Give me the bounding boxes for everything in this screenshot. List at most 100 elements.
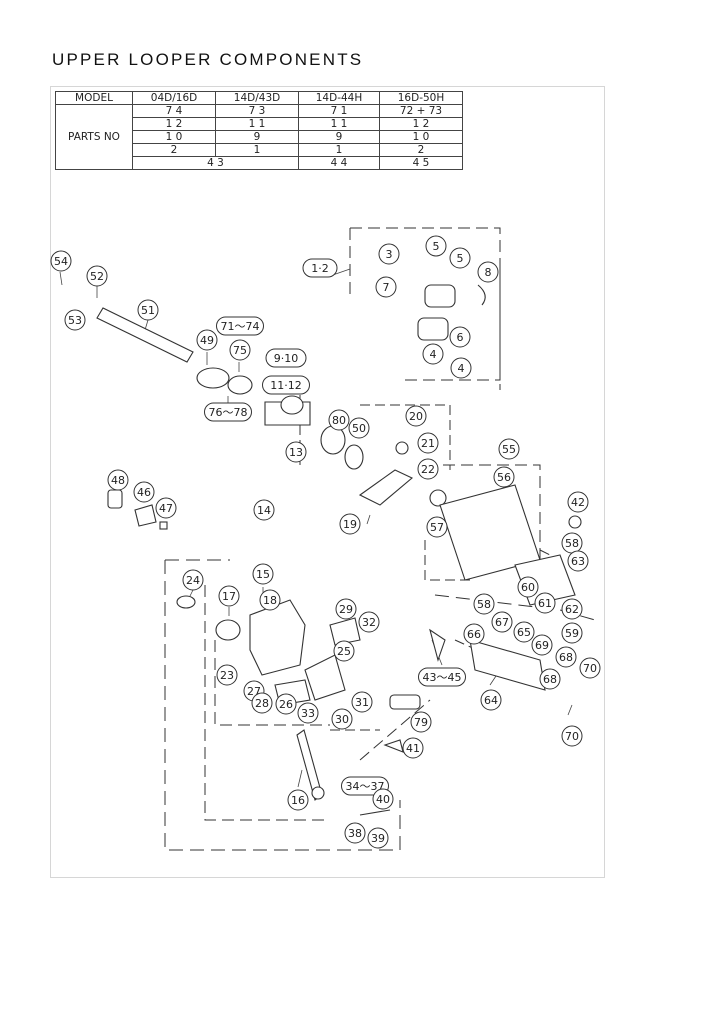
callout-label: 26 <box>279 698 293 711</box>
callout-label: 39 <box>371 832 385 845</box>
callout-bubble <box>555 646 577 668</box>
callout-label: 42 <box>571 496 585 509</box>
callout-51: 51 <box>137 299 159 321</box>
callout-bubble <box>491 611 513 633</box>
callout-bubble <box>50 250 72 272</box>
callout-bubble <box>561 725 583 747</box>
callout-14: 14 <box>253 499 275 521</box>
callout-bubble <box>107 469 129 491</box>
callout-bubble <box>358 611 380 633</box>
callout-bubble <box>259 589 281 611</box>
callout-label: 7 <box>383 281 390 294</box>
callout-20: 20 <box>405 405 427 427</box>
callout-bubble <box>262 375 310 395</box>
callout-bubble <box>328 409 350 431</box>
callout-7: 7 <box>375 276 397 298</box>
callout-label: 75 <box>233 344 247 357</box>
callout-bubble <box>561 622 583 644</box>
callout-30: 30 <box>331 708 353 730</box>
callout-bubble <box>204 402 252 422</box>
callout-5b: 5 <box>449 247 471 269</box>
table-cell: 4 4 <box>298 156 380 170</box>
callout-bubble <box>251 692 273 714</box>
callout-47: 47 <box>155 497 177 519</box>
callout-60: 60 <box>517 576 539 598</box>
callout-label: 63 <box>571 555 585 568</box>
callout-25: 25 <box>333 640 355 662</box>
callout-34_37: 34〜37 <box>341 776 389 796</box>
callout-bubble <box>253 499 275 521</box>
callout-label: 58 <box>477 598 491 611</box>
callout-bubble <box>463 623 485 645</box>
collar-17 <box>215 619 241 641</box>
callout-label: 1·2 <box>311 262 329 275</box>
callout-bubble <box>302 258 338 278</box>
callout-9_10: 9·10 <box>265 348 307 368</box>
callout-label: 22 <box>421 463 435 476</box>
callout-bubble <box>196 329 218 351</box>
callout-bubble <box>216 664 238 686</box>
callout-62: 62 <box>561 598 583 620</box>
component-shapes <box>96 284 582 816</box>
callout-59: 59 <box>561 622 583 644</box>
callout-label: 30 <box>335 713 349 726</box>
callout-5a: 5 <box>425 235 447 257</box>
link-25 <box>304 654 346 701</box>
callout-bubble <box>449 326 471 348</box>
callout-bubble <box>449 247 471 269</box>
callout-bubble <box>372 788 394 810</box>
callout-52: 52 <box>86 265 108 287</box>
holder-6 <box>417 317 449 341</box>
callout-label: 19 <box>343 518 357 531</box>
clamp-24 <box>176 595 196 609</box>
callout-label: 46 <box>137 486 151 499</box>
callout-18: 18 <box>259 589 281 611</box>
cap-42 <box>568 515 582 529</box>
callout-69: 69 <box>531 634 553 656</box>
table-row: 1 2 1 1 1 1 1 2 <box>56 117 463 131</box>
callout-46: 46 <box>133 481 155 503</box>
callout-label: 34〜37 <box>346 780 385 793</box>
callout-31: 31 <box>351 691 373 713</box>
callout-53: 53 <box>64 309 86 331</box>
callout-70a: 70 <box>579 657 601 679</box>
callout-68b: 68 <box>539 668 561 690</box>
callout-label: 20 <box>409 410 423 423</box>
callout-label: 6 <box>457 331 464 344</box>
callout-bubble <box>367 827 389 849</box>
callout-bubble <box>287 789 309 811</box>
callout-label: 5 <box>457 252 464 265</box>
callout-57: 57 <box>426 516 448 538</box>
callout-label: 49 <box>200 334 214 347</box>
lever-64 <box>469 639 546 691</box>
callout-76_78: 76〜78 <box>204 402 252 422</box>
callout-label: 70 <box>565 730 579 743</box>
callout-bubble <box>335 598 357 620</box>
callout-39: 39 <box>367 827 389 849</box>
callout-21: 21 <box>417 432 439 454</box>
callout-label: 4 <box>430 348 437 361</box>
callout-label: 5 <box>433 240 440 253</box>
callout-label: 14 <box>257 504 271 517</box>
callout-label: 8 <box>485 266 492 279</box>
parts-table: MODEL 04D/16D 14D/43D 14D-44H 16D-50H PA… <box>55 91 463 170</box>
callout-22: 22 <box>417 458 439 480</box>
callout-70b: 70 <box>561 725 583 747</box>
callout-label: 54 <box>54 255 68 268</box>
callout-79: 79 <box>410 711 432 733</box>
bushing-49 <box>196 367 230 389</box>
callout-bubble <box>339 513 361 535</box>
callout-bubble <box>513 621 535 643</box>
callout-26: 26 <box>275 693 297 715</box>
callout-54: 54 <box>50 250 72 272</box>
callout-16: 16 <box>287 789 309 811</box>
callout-bubble <box>402 737 424 759</box>
callout-bubble <box>182 569 204 591</box>
callout-label: 60 <box>521 581 535 594</box>
table-cell: 4 5 <box>379 156 463 170</box>
callout-bubble <box>285 441 307 463</box>
callout-bubble <box>426 516 448 538</box>
holder-3 <box>424 284 456 308</box>
callout-label: 80 <box>332 414 346 427</box>
